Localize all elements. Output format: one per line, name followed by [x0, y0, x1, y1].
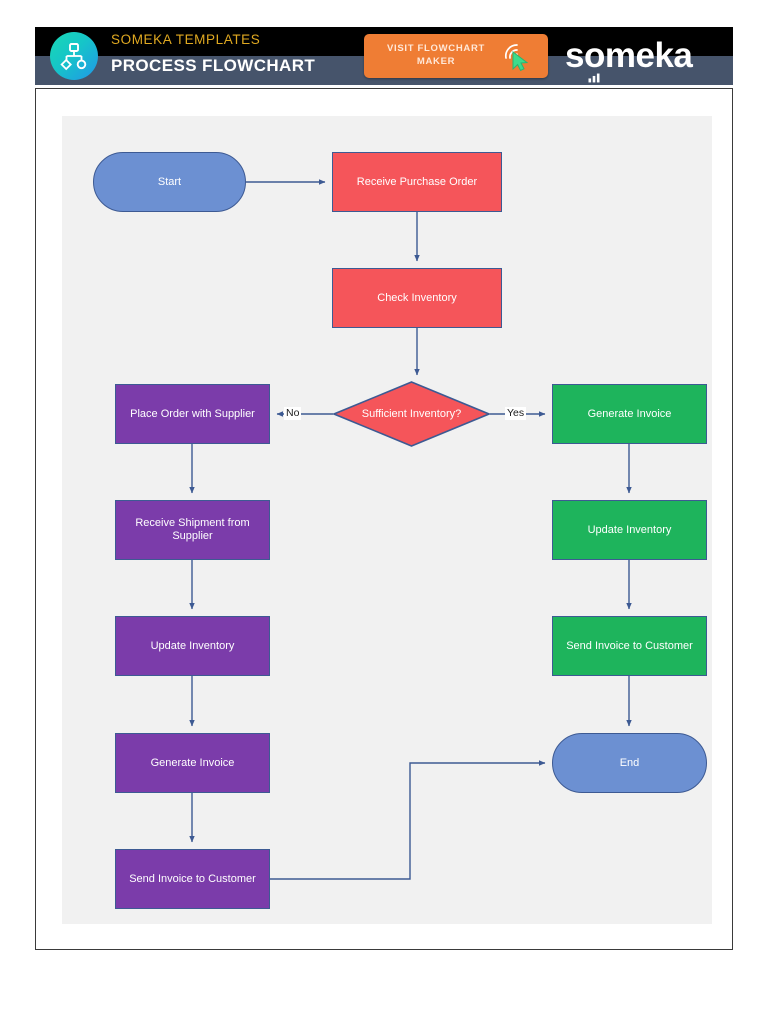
wordmark-o-letter: o	[583, 35, 605, 83]
node-update-inventory-right[interactable]: Update Inventory	[552, 500, 707, 560]
node-receive-shipment-from-supplier[interactable]: Receive Shipment from Supplier	[115, 500, 270, 560]
click-cursor-icon	[500, 40, 534, 72]
node-generate-invoice-right[interactable]: Generate Invoice	[552, 384, 707, 444]
node-send-invoice-to-customer-left[interactable]: Send Invoice to Customer	[115, 849, 270, 909]
node-start[interactable]: Start	[93, 152, 246, 212]
bar-chart-icon	[588, 51, 601, 83]
edge-label-yes: Yes	[505, 407, 527, 420]
page-title: PROCESS FLOWCHART	[111, 56, 316, 75]
node-generate-invoice-left[interactable]: Generate Invoice	[115, 733, 270, 793]
node-end[interactable]: End	[552, 733, 707, 793]
flowchart-sheet: No Yes Start Receive Purchase Order Chec…	[35, 88, 733, 950]
someka-logo-icon	[50, 32, 98, 80]
wordmark-part-after: meka	[604, 36, 693, 75]
cta-button-label: VISIT FLOWCHART MAKER	[386, 43, 486, 67]
visit-flowchart-maker-button[interactable]: VISIT FLOWCHART MAKER	[364, 34, 548, 78]
node-sufficient-inventory-decision[interactable]: Sufficient Inventory?	[333, 381, 490, 447]
edge-send-invoice-left-to-end	[270, 760, 546, 880]
node-place-order-with-supplier[interactable]: Place Order with Supplier	[115, 384, 270, 444]
wordmark-part-before: s	[565, 36, 584, 75]
header-kicker: SOMEKA TEMPLATES	[111, 32, 261, 47]
node-send-invoice-to-customer-right[interactable]: Send Invoice to Customer	[552, 616, 707, 676]
node-decision-label: Sufficient Inventory?	[361, 407, 462, 420]
edge-label-no: No	[284, 407, 302, 420]
node-update-inventory-left[interactable]: Update Inventory	[115, 616, 270, 676]
node-receive-purchase-order[interactable]: Receive Purchase Order	[332, 152, 502, 212]
app-header: SOMEKA TEMPLATES PROCESS FLOWCHART VISIT…	[35, 27, 733, 85]
flowchart-canvas: No Yes Start Receive Purchase Order Chec…	[62, 116, 712, 924]
node-check-inventory[interactable]: Check Inventory	[332, 268, 502, 328]
wordmark-o-glyph: o	[583, 36, 605, 75]
diamond-shape-icon	[333, 381, 490, 447]
